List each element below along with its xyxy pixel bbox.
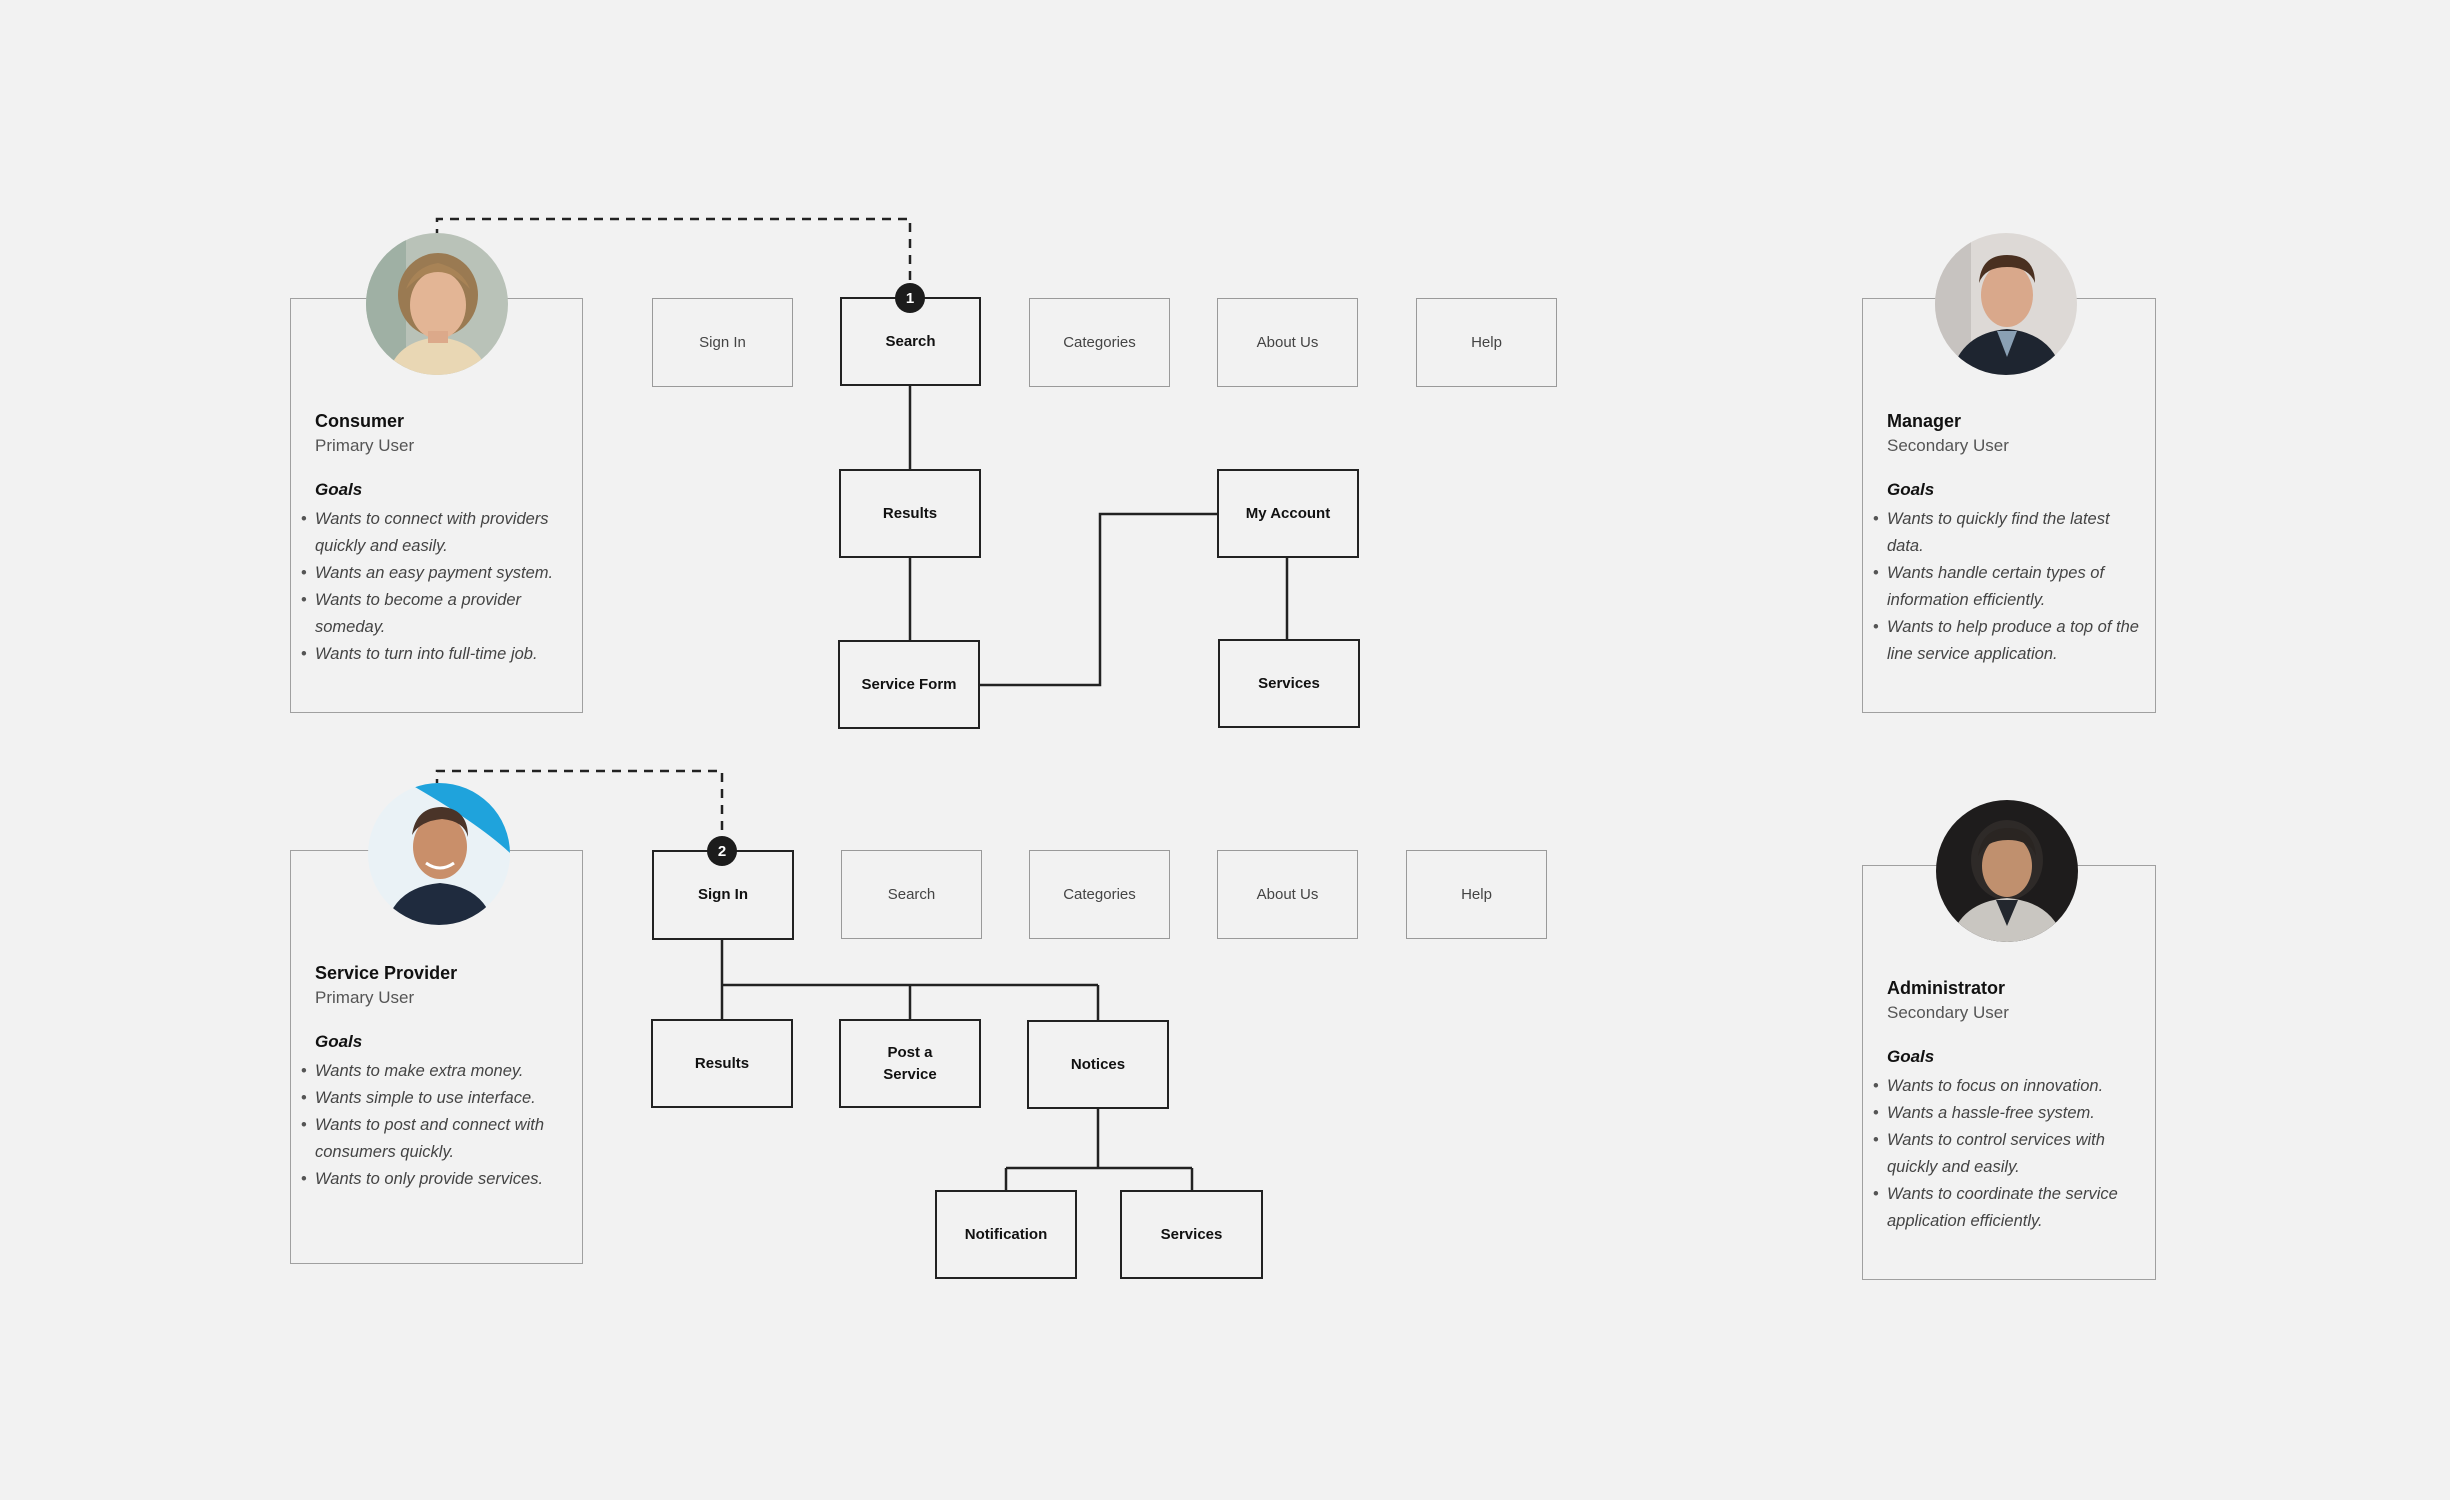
persona-card-administrator: Administrator Secondary User Goals Wants… xyxy=(1862,865,2156,1280)
node-label: Results xyxy=(882,504,938,522)
node-my-account[interactable]: My Account xyxy=(1217,469,1359,558)
goal-item: Wants to quickly find the latest data. xyxy=(1873,506,2143,560)
goals-heading: Goals xyxy=(315,1032,363,1051)
goal-item: Wants a hassle-free system. xyxy=(1873,1100,2143,1127)
persona-name: Consumer xyxy=(315,411,405,431)
nav-label: Categories xyxy=(1063,885,1136,903)
node-label: Service Form xyxy=(861,675,957,693)
node-post-a-service[interactable]: Post a Service xyxy=(839,1019,981,1108)
goal-item: Wants to focus on innovation. xyxy=(1873,1073,2143,1100)
nav-label: Help xyxy=(1471,333,1502,351)
node-service-form[interactable]: Service Form xyxy=(838,640,980,729)
nav-categories-1[interactable]: Categories xyxy=(1029,298,1170,387)
node-label: Post a Service xyxy=(883,1043,937,1083)
nav-sign-in-1[interactable]: Sign In xyxy=(652,298,793,387)
goal-item: Wants to control services with quickly a… xyxy=(1873,1127,2143,1181)
connector-notices-children xyxy=(1004,1109,1194,1191)
persona-role: Secondary User xyxy=(1887,1003,2009,1022)
nav-label: Search xyxy=(887,885,936,903)
goal-item: Wants to connect with providers quickly … xyxy=(301,506,570,560)
goal-item: Wants simple to use interface. xyxy=(301,1085,570,1112)
woman-portrait-icon xyxy=(366,233,508,375)
connector-signin-children xyxy=(720,938,1100,1021)
nav-about-us-2[interactable]: About Us xyxy=(1217,850,1358,939)
goal-item: Wants to turn into full-time job. xyxy=(301,641,570,668)
step-badge-2: 2 xyxy=(707,836,737,866)
nav-label: Sign In xyxy=(699,333,746,351)
avatar-manager xyxy=(1935,233,2077,375)
badge-number: 1 xyxy=(905,289,915,307)
persona-role: Primary User xyxy=(315,988,415,1007)
avatar-consumer xyxy=(366,233,508,375)
node-label: Services xyxy=(1160,1225,1223,1243)
goal-item: Wants an easy payment system. xyxy=(301,560,570,587)
man-portrait-icon xyxy=(1936,800,2078,942)
node-results-2[interactable]: Results xyxy=(651,1019,793,1108)
node-label: Results xyxy=(694,1054,750,1072)
node-notices[interactable]: Notices xyxy=(1027,1020,1169,1109)
node-results-1[interactable]: Results xyxy=(839,469,981,558)
nav-label: Sign In xyxy=(698,886,748,904)
nav-label: Help xyxy=(1461,885,1492,903)
goals-heading: Goals xyxy=(1887,480,1935,499)
persona-name: Manager xyxy=(1887,411,1962,431)
nav-label: Search xyxy=(885,332,936,350)
persona-role: Secondary User xyxy=(1887,436,2009,455)
goals-list: Wants to focus on innovation. Wants a ha… xyxy=(1873,1073,2143,1235)
avatar-administrator xyxy=(1936,800,2078,942)
nav-label: About Us xyxy=(1256,885,1319,903)
nav-search-2[interactable]: Search xyxy=(841,850,982,939)
goal-item: Wants to become a provider someday. xyxy=(301,587,570,641)
nav-label: Categories xyxy=(1063,333,1136,351)
badge-number: 2 xyxy=(717,842,727,860)
node-label: My Account xyxy=(1245,504,1331,522)
goal-item: Wants handle certain types of informatio… xyxy=(1873,560,2143,614)
node-notification[interactable]: Notification xyxy=(935,1190,1077,1279)
dashed-link-provider-signin xyxy=(435,769,724,835)
goals-list: Wants to connect with providers quickly … xyxy=(301,506,570,668)
nav-label: About Us xyxy=(1256,333,1319,351)
nav-help-1[interactable]: Help xyxy=(1416,298,1557,387)
goals-heading: Goals xyxy=(1887,1047,1935,1066)
goals-list: Wants to make extra money. Wants simple … xyxy=(301,1058,570,1193)
goal-item: Wants to help produce a top of the line … xyxy=(1873,614,2143,668)
goals-list: Wants to quickly find the latest data. W… xyxy=(1873,506,2143,668)
goal-item: Wants to make extra money. xyxy=(301,1058,570,1085)
node-label: Services xyxy=(1258,674,1320,692)
node-services-1[interactable]: Services xyxy=(1218,639,1360,728)
nav-categories-2[interactable]: Categories xyxy=(1029,850,1170,939)
goal-item: Wants to coordinate the service applicat… xyxy=(1873,1181,2143,1235)
nav-about-us-1[interactable]: About Us xyxy=(1217,298,1358,387)
goals-heading: Goals xyxy=(315,480,363,499)
node-label: Notices xyxy=(1070,1055,1126,1073)
persona-name: Service Provider xyxy=(315,963,458,983)
goal-item: Wants to post and connect with consumers… xyxy=(301,1112,570,1166)
avatar-service-provider xyxy=(368,783,510,925)
node-label: Notification xyxy=(964,1225,1048,1243)
persona-role: Primary User xyxy=(315,436,415,455)
man-portrait-icon xyxy=(1935,233,2077,375)
man-portrait-icon xyxy=(368,783,510,925)
persona-name: Administrator xyxy=(1887,978,2006,998)
node-services-2[interactable]: Services xyxy=(1120,1190,1263,1279)
goal-item: Wants to only provide services. xyxy=(301,1166,570,1193)
step-badge-1: 1 xyxy=(895,283,925,313)
dashed-link-consumer-search xyxy=(435,217,912,283)
nav-help-2[interactable]: Help xyxy=(1406,850,1547,939)
connector-serviceform-myaccount xyxy=(978,512,1219,687)
